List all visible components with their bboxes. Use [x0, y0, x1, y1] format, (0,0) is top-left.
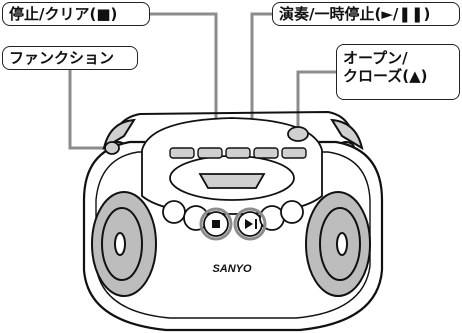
brand-label: SANYO — [212, 263, 252, 275]
callout-stop-clear-text: 停止/クリア(■) — [9, 5, 118, 23]
callout-open-close-line1: オープン/ — [343, 49, 408, 67]
cd-lid — [141, 117, 323, 215]
left-speaker — [91, 191, 157, 297]
top-buttons — [169, 147, 307, 159]
callout-function-text: ファンクション — [9, 49, 115, 67]
callout-open-close: オープン/ クローズ(▲) — [336, 44, 460, 100]
right-speaker — [305, 191, 371, 297]
callout-play-pause-text: 演奏/一時停止(►/❚❚) — [279, 5, 431, 23]
leader-line-function — [68, 70, 112, 150]
transport-glyphs — [212, 219, 257, 229]
callout-play-pause: 演奏/一時停止(►/❚❚) — [272, 2, 460, 26]
callout-open-close-line2: クローズ(▲) — [343, 67, 428, 85]
callout-function: ファンクション — [2, 46, 138, 70]
function-knob-illustration — [104, 141, 120, 155]
transport-highlights — [199, 207, 267, 241]
leader-line-open — [296, 70, 336, 128]
open-close-button-illustration — [287, 126, 309, 142]
callout-stop-clear: 停止/クリア(■) — [2, 2, 150, 26]
